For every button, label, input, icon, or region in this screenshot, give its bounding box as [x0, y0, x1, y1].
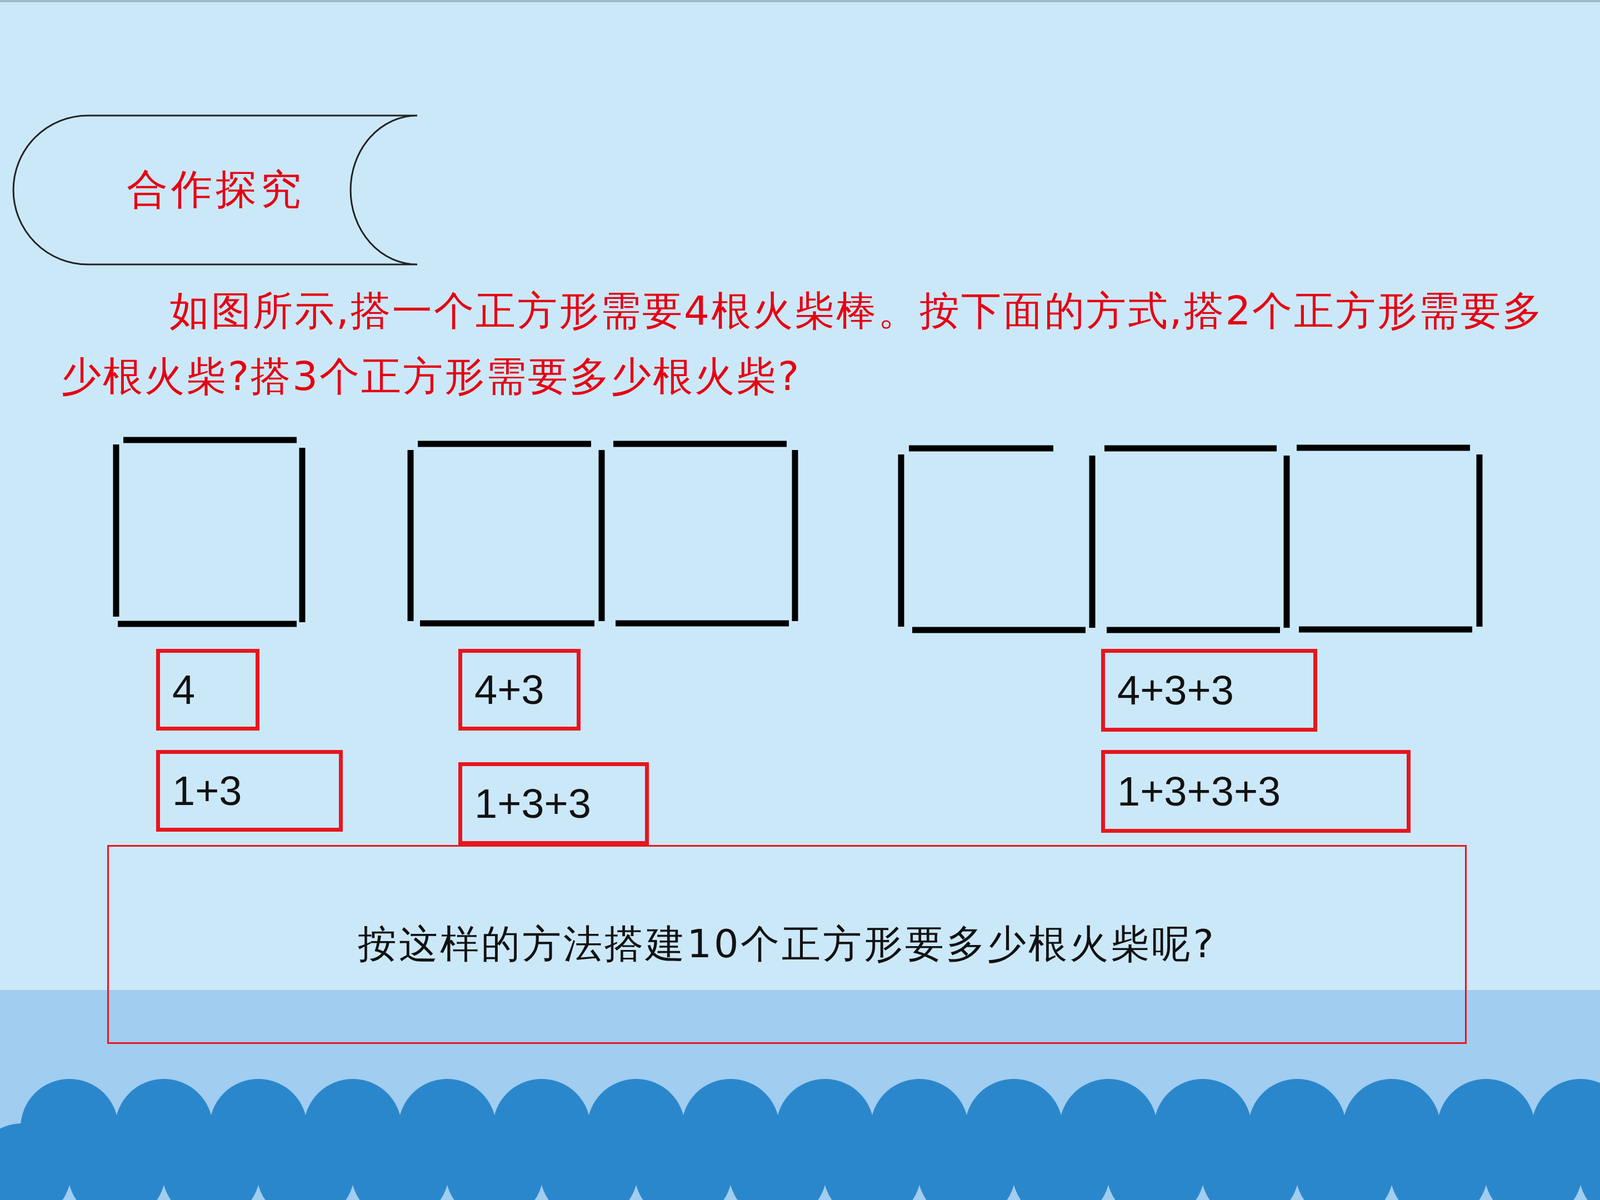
question-text: 按这样的方法搭建10个正方形要多少根火柴呢? — [357, 918, 1216, 971]
count-expression: 4+3 — [474, 666, 545, 714]
wave-circle — [1390, 1123, 1488, 1200]
section-tag: 合作探究 — [12, 114, 419, 266]
count-expression: 1+3+3+3 — [1117, 767, 1281, 815]
count-expression: 4 — [172, 666, 195, 714]
problem-text: 如图所示,搭一个正方形需要4根火柴棒。按下面的方式,搭2个正方形需要多少根火柴?… — [61, 277, 1562, 409]
wave-circle — [1484, 1123, 1583, 1200]
wave-circle — [0, 1123, 72, 1200]
wave-circle — [728, 1123, 827, 1200]
three-squares — [901, 447, 1480, 630]
count-box: 4+3 — [458, 648, 581, 731]
wave-circle — [1295, 1123, 1394, 1200]
wave-circle — [67, 1123, 166, 1200]
wave-circle — [1106, 1123, 1205, 1200]
wave-circle — [1201, 1123, 1299, 1200]
wave-circle — [1012, 1123, 1110, 1200]
count-box: 1+3+3 — [458, 762, 649, 845]
wave-circle — [351, 1123, 449, 1200]
wave-circle — [256, 1123, 355, 1200]
section-title: 合作探究 — [126, 162, 305, 218]
two-squares — [410, 443, 795, 624]
count-box: 4+3+3 — [1101, 648, 1318, 732]
count-box: 1+3 — [156, 750, 343, 832]
wave-circle — [540, 1123, 638, 1200]
count-expression: 1+3+3 — [474, 780, 592, 828]
wave-circle — [1578, 1123, 1600, 1200]
wave-circle — [445, 1123, 544, 1200]
count-expression: 1+3 — [172, 767, 243, 815]
question-box: 按这样的方法搭建10个正方形要多少根火柴呢? — [107, 845, 1467, 1044]
count-box: 4 — [156, 648, 260, 731]
one-square — [116, 440, 303, 624]
wave-row — [0, 1078, 1600, 1200]
wave-circle — [917, 1123, 1016, 1200]
top-line — [0, 0, 1600, 3]
wave-circle — [634, 1123, 733, 1200]
count-box: 1+3+3+3 — [1101, 750, 1411, 833]
wave-circle — [162, 1123, 260, 1200]
wave-circle — [823, 1123, 922, 1200]
count-expression: 4+3+3 — [1117, 666, 1234, 714]
